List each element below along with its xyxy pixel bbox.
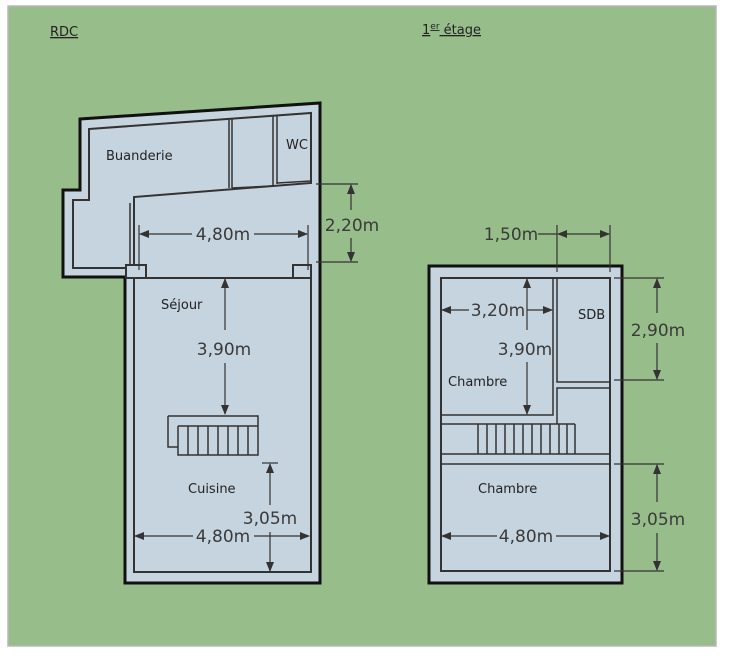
etage-dim-chambre-width: 3,20m — [471, 301, 525, 321]
room-sejour: Séjour — [161, 298, 203, 313]
etage-dim-sdb-width: 1,50m — [484, 225, 538, 245]
room-chambre-2: Chambre — [478, 482, 537, 497]
room-cuisine: Cuisine — [188, 482, 236, 497]
rdc-title: RDC — [50, 25, 78, 40]
room-sdb: SDB — [578, 308, 605, 323]
etage-dim-chambre-depth: 3,90m — [498, 340, 552, 360]
rdc-dim-width-bottom: 4,80m — [196, 527, 250, 547]
etage-staircase — [477, 424, 576, 454]
rdc-dim-width-top: 4,80m — [196, 225, 250, 245]
room-wc: WC — [286, 138, 308, 153]
rdc-staircase — [167, 415, 259, 456]
rdc-dim-cuisine-depth: 3,05m — [243, 509, 297, 529]
rdc-plan: 4,80m 2,20m 3,90m 3,05m 4,80m Buanderie … — [61, 101, 379, 585]
etage-dim-chambre2-depth: 3,05m — [631, 510, 685, 530]
room-buanderie: Buanderie — [106, 149, 173, 164]
rdc-dim-sejour-depth: 3,90m — [197, 340, 251, 360]
etage-dim-width-bottom: 4,80m — [499, 527, 553, 547]
etage-dim-sdb-depth: 2,90m — [631, 321, 685, 341]
rdc-dim-depth-top: 2,20m — [325, 216, 379, 236]
etage-plan: 1,50m 3,20m 3,90m 2,90m 3,05m 4,80m SDB … — [427, 225, 685, 585]
room-chambre-1: Chambre — [448, 375, 507, 390]
etage-title: 1er étage — [422, 22, 481, 38]
